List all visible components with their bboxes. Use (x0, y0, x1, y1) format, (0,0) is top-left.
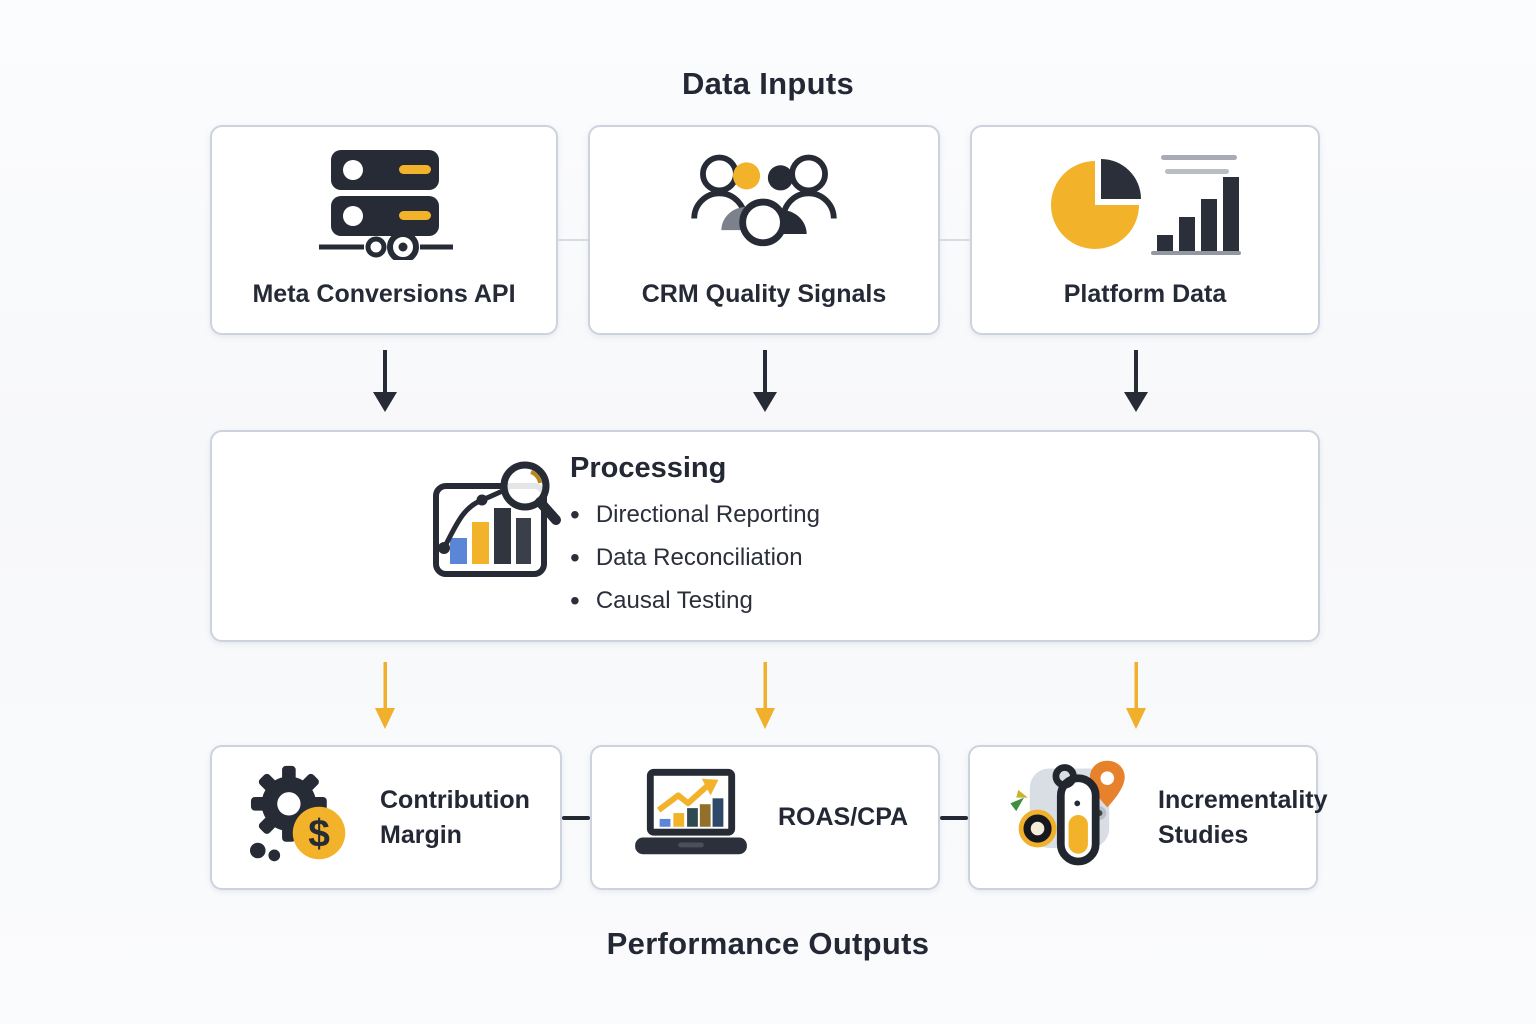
bullet-dot: • (570, 541, 580, 573)
processing-bullet-item: • Directional Reporting (570, 493, 820, 536)
down-arrow-yellow-icon (752, 662, 778, 735)
input-connector-line (558, 239, 588, 241)
processing-item-label: Directional Reporting (595, 500, 820, 528)
input-card-meta-conversions-api: Meta Conversions API (210, 125, 558, 335)
input-connector-line (940, 239, 970, 241)
output-label: Contribution Margin (380, 785, 530, 849)
down-arrow-yellow-icon (1123, 662, 1149, 735)
output-label: Incrementality Studies (1158, 785, 1328, 849)
processing-item-label: Causal Testing (595, 586, 753, 614)
processing-bullet-item: • Causal Testing (570, 579, 820, 622)
input-label: CRM Quality Signals (641, 280, 887, 308)
output-card-contribution-margin: $ Contribution Margin (210, 745, 562, 890)
down-arrow-icon (1123, 350, 1149, 417)
input-label: Meta Conversions API (252, 280, 516, 308)
output-connector-line (562, 816, 590, 820)
bullet-dot: • (570, 584, 580, 616)
input-card-platform-data: Platform Data (970, 125, 1320, 335)
gear-dollar-icon: $ (246, 763, 358, 873)
output-connector-line (940, 816, 968, 820)
processing-title: Processing (570, 452, 727, 484)
processing-card: Processing • Directional Reporting • Dat… (210, 430, 1320, 642)
server-stack-icon (212, 141, 556, 267)
down-arrow-yellow-icon (372, 662, 398, 735)
pie-bar-chart-icon (972, 141, 1318, 267)
output-card-incrementality-studies: Incrementality Studies (968, 745, 1328, 890)
processing-item-label: Data Reconciliation (595, 543, 803, 571)
laptop-chart-icon (626, 765, 756, 870)
processing-bullet-item: • Data Reconciliation (570, 536, 820, 579)
output-card-roas-cpa: ROAS/CPA (590, 745, 940, 890)
bullet-dot: • (570, 498, 580, 530)
test-tube-location-icon (1004, 753, 1136, 882)
people-group-icon (590, 141, 938, 267)
dollar-symbol: $ (308, 812, 330, 855)
down-arrow-icon (752, 350, 778, 417)
output-label: ROAS/CPA (778, 803, 909, 831)
performance-outputs-title: Performance Outputs (606, 926, 930, 961)
chart-magnifier-icon (430, 458, 575, 588)
input-label: Platform Data (1063, 280, 1227, 308)
data-inputs-title: Data Inputs (681, 66, 855, 101)
down-arrow-icon (372, 350, 398, 417)
input-card-crm-quality-signals: CRM Quality Signals (588, 125, 940, 335)
